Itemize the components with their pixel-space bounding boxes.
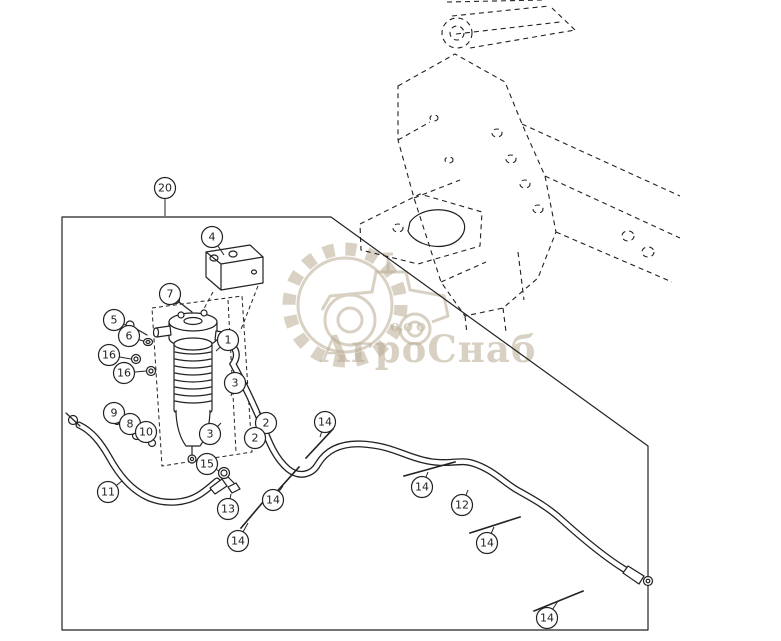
callout-balloon-11 (96, 480, 120, 504)
callout-label-8: 8 (127, 418, 134, 431)
callout-balloon-3 (198, 422, 222, 446)
callout-balloon-5 (102, 308, 126, 332)
callout-label-6: 6 (126, 330, 133, 343)
callout-label-16: 16 (102, 349, 116, 362)
mounting-bracket (205, 244, 264, 291)
callout-balloon-3 (223, 371, 247, 395)
part-nut-16b (145, 365, 157, 377)
callout-label-7: 7 (167, 288, 174, 301)
fuel-filter-assembly (112, 244, 264, 494)
callout-balloon-12 (450, 493, 474, 517)
part-clip-13 (227, 482, 241, 494)
callout-balloon-14 (535, 606, 559, 630)
drain-valve (187, 454, 197, 464)
callout-balloon-2 (254, 411, 278, 435)
callout-label-10: 10 (139, 426, 153, 439)
watermark: ооо АгроСнаб (282, 242, 537, 371)
callout-label-14: 14 (266, 494, 280, 507)
watermark-gear-icon (282, 242, 408, 368)
hose-left-start-fitting (65, 412, 81, 427)
callout-label-3: 3 (232, 377, 239, 390)
callout-label-14: 14 (540, 612, 554, 625)
callout-label-11: 11 (101, 486, 115, 499)
machine-outline (359, 0, 681, 335)
hose-left-end-fitting (209, 478, 228, 495)
callout-balloon-9 (102, 401, 126, 425)
part-washer-6 (142, 337, 154, 347)
hose-end-fitting (622, 565, 654, 587)
filter-head (152, 309, 234, 348)
projection-lines (151, 285, 259, 467)
hose-main (220, 333, 654, 587)
callout-balloon-7 (158, 282, 182, 306)
callout-balloon-16 (97, 343, 121, 367)
part-nut-16a (130, 353, 142, 365)
callout-label-16: 16 (117, 367, 131, 380)
callout-label-20: 20 (158, 182, 172, 195)
callout-balloon-13 (216, 497, 240, 521)
callout-label-14: 14 (480, 537, 494, 550)
callout-balloon-2 (243, 426, 267, 450)
watermark-tractor-icon (320, 252, 450, 347)
fuel-hoses (65, 333, 654, 613)
machine-mount-bracket (407, 209, 466, 247)
part-clamp-15 (217, 466, 235, 484)
callout-label-2: 2 (263, 417, 270, 430)
callout-balloon-1 (216, 328, 240, 352)
watermark-company-name: АгроСнаб (320, 327, 537, 371)
callout-balloon-14 (410, 475, 434, 499)
callout-balloon-14 (475, 531, 499, 555)
callout-label-9: 9 (111, 407, 118, 420)
callout-balloon-14 (313, 410, 337, 434)
callout-label-2: 2 (252, 432, 259, 445)
detail-box-border (61, 216, 649, 631)
callout-balloon-6 (117, 324, 141, 348)
callout-label-12: 12 (455, 499, 469, 512)
callout-label-4: 4 (209, 231, 216, 244)
callout-label-14: 14 (231, 535, 245, 548)
callout-label-5: 5 (111, 314, 118, 327)
callout-balloon-15 (195, 452, 219, 476)
callout-label-15: 15 (200, 458, 214, 471)
callout-label-13: 13 (221, 503, 235, 516)
hose-left (65, 412, 228, 506)
callout-label-14: 14 (318, 416, 332, 429)
callout-balloon-14 (226, 529, 250, 553)
callout-balloon-20 (153, 176, 177, 200)
callout-label-3: 3 (207, 428, 214, 441)
watermark-gear-ring (296, 256, 394, 354)
callout-balloon-4 (200, 225, 224, 249)
callout-balloon-14 (261, 488, 285, 512)
watermark-company-prefix: ооо (390, 317, 429, 335)
callout-balloon-10 (134, 420, 158, 444)
callout-label-14: 14 (415, 481, 429, 494)
callout-label-1: 1 (225, 334, 232, 347)
callout-balloon-16 (112, 361, 136, 385)
